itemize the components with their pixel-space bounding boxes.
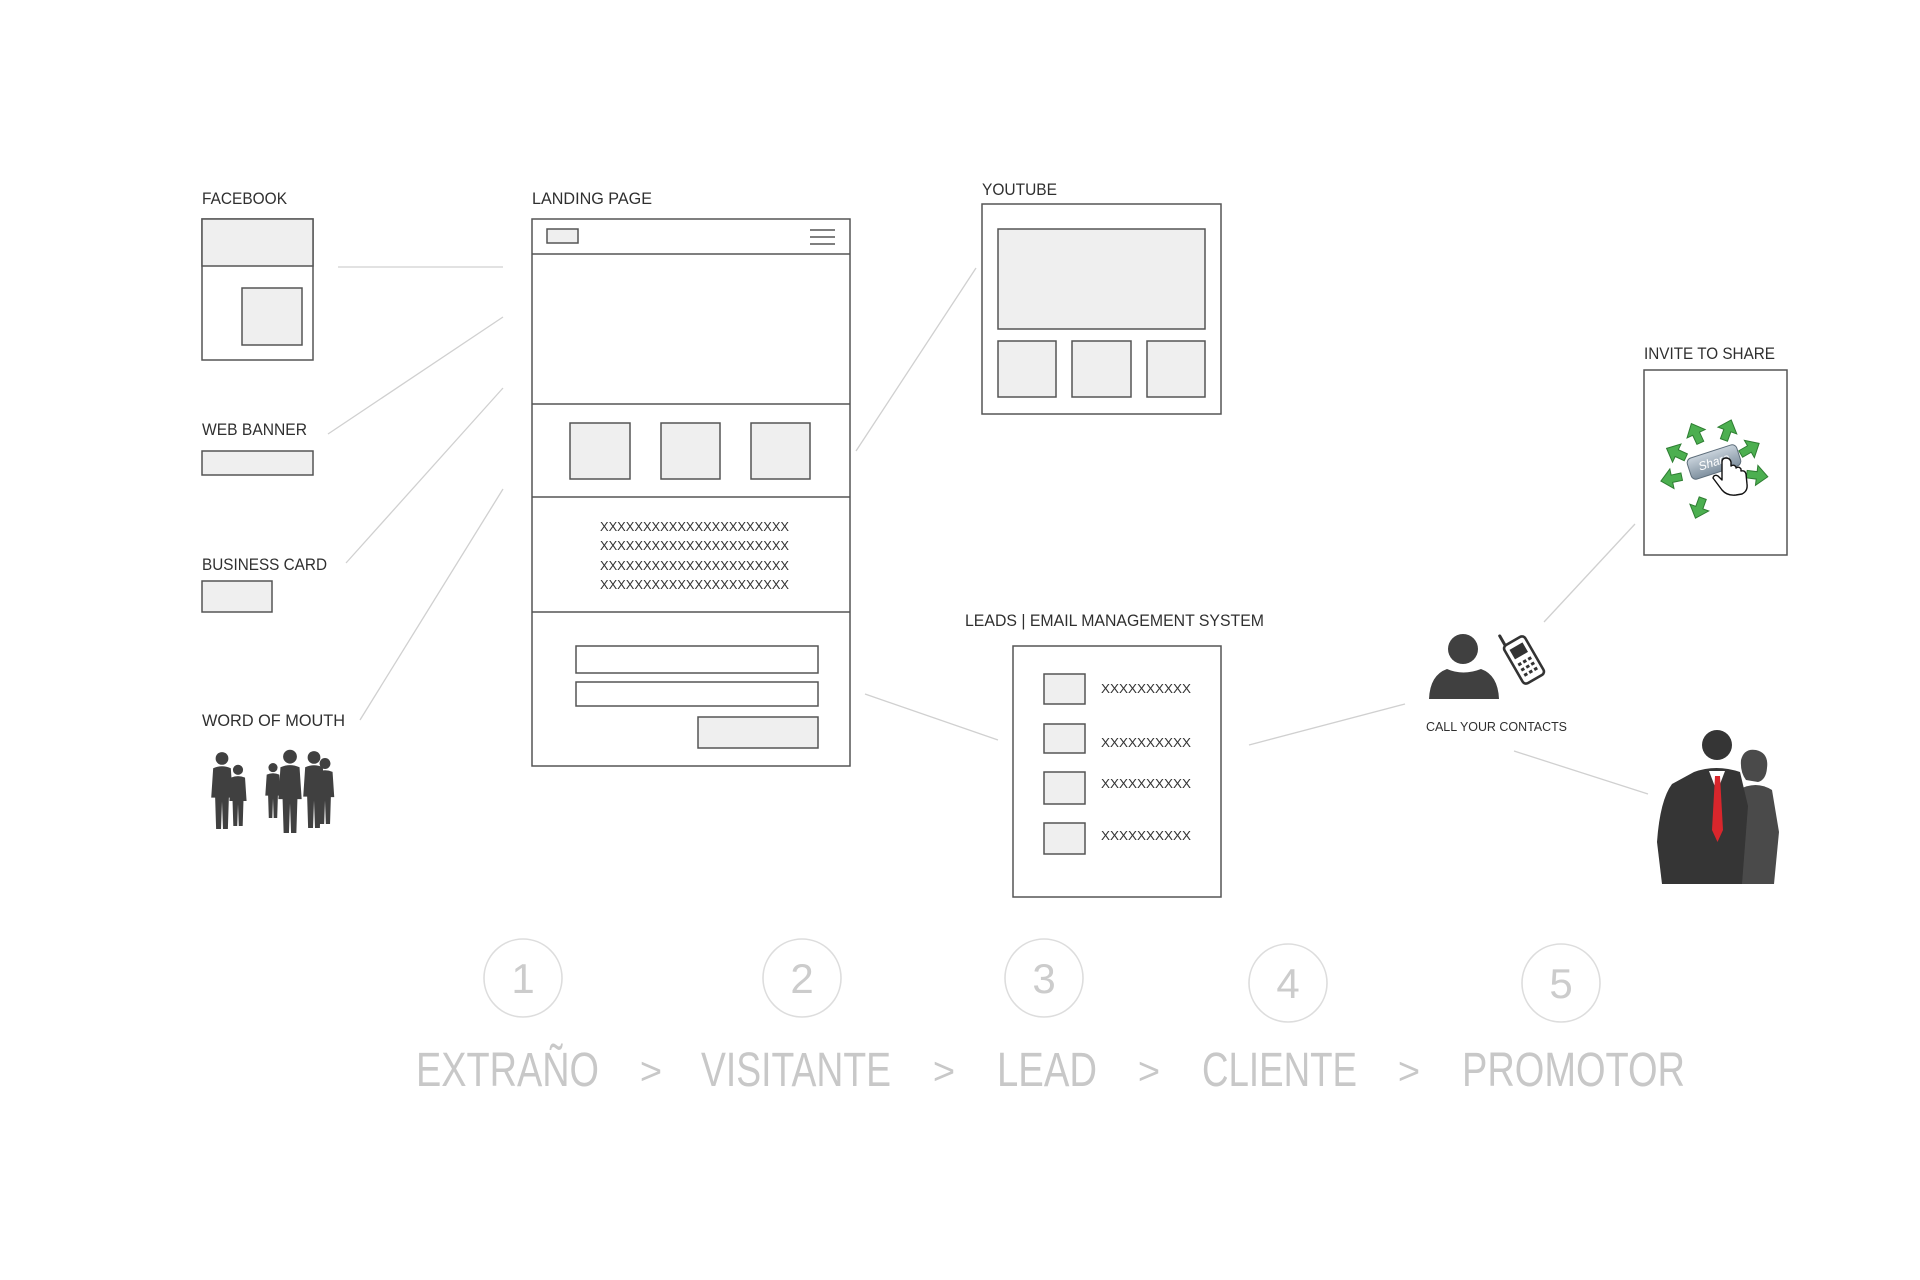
connector-card-landing: [345, 387, 504, 564]
facebook-post-image: [241, 287, 303, 346]
stage-label: PROMOTOR: [1462, 1044, 1685, 1097]
youtube-thumbnail: [1071, 340, 1132, 398]
word-of-mouth-label: WORD OF MOUTH: [202, 711, 345, 730]
web-banner-mockup: [201, 450, 314, 476]
facebook-cover: [201, 218, 314, 267]
facebook-label: FACEBOOK: [202, 189, 288, 208]
hamburger-menu-icon: [810, 229, 835, 245]
stage-ring: [1521, 943, 1601, 1023]
connector-landing-leads: [864, 693, 999, 741]
leads-label: LEADS | EMAIL MANAGEMENT SYSTEM: [965, 611, 1264, 630]
call-contacts-group: CALL YOUR CONTACTS: [1426, 634, 1567, 734]
invite-to-share-card: Share: [1643, 369, 1788, 556]
landing-feature-box: [750, 422, 811, 480]
lead-checkbox: [1043, 822, 1086, 855]
stage-label: CLIENTE: [1202, 1044, 1357, 1097]
stage-separator: >: [1138, 1051, 1160, 1093]
connector-landing-youtube: [855, 267, 977, 452]
stage-number: 2: [790, 955, 813, 1002]
connectors: [327, 266, 1649, 795]
business-card-label: BUSINESS CARD: [202, 555, 327, 574]
connector-mouth-landing: [359, 488, 504, 721]
stage-separator: >: [1398, 1051, 1420, 1093]
landing-form-field: [575, 681, 819, 707]
landing-text-line: XXXXXXXXXXXXXXXXXXXXXX: [600, 538, 789, 553]
landing-feature-box: [660, 422, 721, 480]
lead-item: XXXXXXXXXX: [1101, 776, 1191, 791]
stage-label: LEAD: [997, 1044, 1097, 1097]
landing-form-submit: [697, 716, 819, 749]
stage-ring: [1248, 943, 1328, 1023]
person-silhouette: [265, 763, 281, 818]
landing-text-line: XXXXXXXXXXXXXXXXXXXXXX: [600, 519, 789, 534]
facebook-mockup: [201, 218, 314, 361]
stage-number: 5: [1549, 960, 1572, 1007]
man-silhouette: [1657, 730, 1748, 884]
lead-checkbox: [1043, 771, 1086, 805]
stage-ring: [483, 938, 563, 1018]
youtube-video-player: [997, 228, 1206, 330]
stage-separator: >: [933, 1051, 955, 1093]
stage-label: VISITANTE: [701, 1044, 891, 1097]
stage-separator: >: [640, 1051, 662, 1093]
crowd-silhouette: [211, 749, 335, 833]
person-silhouette: [211, 752, 233, 829]
invite-to-share-label: INVITE TO SHARE: [1644, 344, 1775, 363]
phone-icon: [1498, 634, 1546, 685]
stage-number: 4: [1276, 960, 1299, 1007]
landing-page-mockup: XXXXXXXXXXXXXXXXXXXXXX XXXXXXXXXXXXXXXXX…: [531, 218, 851, 767]
landing-page-label: LANDING PAGE: [532, 189, 652, 208]
lead-item: XXXXXXXXXX: [1101, 828, 1191, 843]
landing-text-line: XXXXXXXXXXXXXXXXXXXXXX: [600, 558, 789, 573]
youtube-thumbnail: [1146, 340, 1206, 398]
stage-ring: [762, 938, 842, 1018]
lead-item: XXXXXXXXXX: [1101, 681, 1191, 696]
lead-checkbox: [1043, 723, 1086, 754]
landing-feature-box: [569, 422, 631, 480]
connector-leads-call: [1248, 703, 1406, 746]
connector-call-invite: [1543, 523, 1636, 623]
stage-ring: [1004, 938, 1084, 1018]
youtube-thumbnail: [997, 340, 1057, 398]
youtube-mockup: [981, 203, 1222, 415]
business-card-mockup: [201, 580, 273, 613]
share-icon: Share: [1660, 419, 1769, 519]
connector-call-promoters: [1513, 750, 1649, 795]
person-silhouette: [278, 749, 302, 833]
share-button-graphic: [1686, 444, 1742, 480]
landing-form-field: [575, 645, 819, 674]
stage-number: 3: [1032, 955, 1055, 1002]
person-silhouette: [229, 764, 247, 826]
web-banner-label: WEB BANNER: [202, 420, 307, 439]
landing-text-line: XXXXXXXXXXXXXXXXXXXXXX: [600, 577, 789, 592]
connector-banner-landing: [327, 316, 504, 435]
stage-label: EXTRAÑO: [416, 1043, 599, 1097]
youtube-label: YOUTUBE: [982, 180, 1057, 199]
stage-number: 1: [511, 955, 534, 1002]
call-contacts-label: CALL YOUR CONTACTS: [1426, 719, 1567, 734]
funnel-stages: 1 2 3 4 5 EXTRAÑO > VISITANTE > LEAD > C…: [416, 938, 1685, 1097]
leads-mockup: XXXXXXXXXX XXXXXXXXXX XXXXXXXXXX XXXXXXX…: [1012, 645, 1222, 898]
businesspeople-silhouette: [1657, 730, 1779, 884]
landing-logo: [546, 228, 579, 244]
lead-item: XXXXXXXXXX: [1101, 735, 1191, 750]
hand-cursor-icon: [1712, 457, 1748, 496]
person-icon: [1429, 634, 1499, 699]
red-tie: [1712, 776, 1723, 842]
lead-checkbox: [1043, 673, 1086, 705]
